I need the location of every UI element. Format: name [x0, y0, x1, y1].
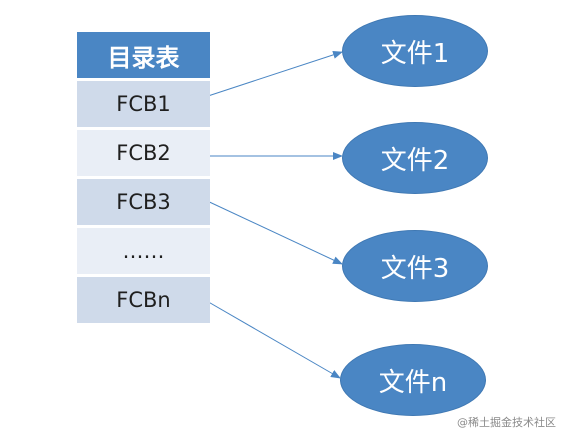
arrow-fcb1-to-file1 — [204, 51, 343, 98]
arrow-fcbn-to-filen — [204, 299, 341, 379]
directory-table-header: 目录表 — [77, 32, 210, 78]
fcb-row-1: FCB1 — [77, 81, 210, 127]
fcb-row-n: FCBn — [77, 277, 210, 323]
fcb-row-ellipsis: …… — [77, 228, 210, 274]
file-node-2: 文件2 — [342, 122, 488, 194]
arrow-fcb3-to-file3 — [202, 198, 343, 265]
fcb-row-2: FCB2 — [77, 130, 210, 176]
file-node-n: 文件n — [340, 344, 486, 416]
file-node-3: 文件3 — [342, 230, 488, 302]
watermark: @稀土掘金技术社区 — [457, 416, 556, 429]
directory-table: 目录表 FCB1 FCB2 FCB3 …… FCBn — [77, 32, 210, 326]
file-node-1: 文件1 — [342, 15, 488, 87]
fcb-row-3: FCB3 — [77, 179, 210, 225]
